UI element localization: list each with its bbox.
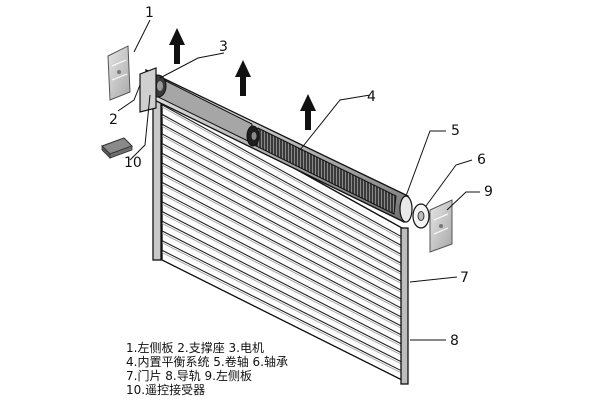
- slat-shadow: [161, 145, 403, 276]
- slat-shadow: [161, 135, 403, 267]
- legend-line-4: 10.遥控接受器: [126, 382, 205, 397]
- support-bracket: [139, 67, 157, 113]
- callout-9: 9: [484, 184, 493, 200]
- slat-line: [161, 230, 403, 354]
- side-plate-icon: [429, 199, 453, 253]
- up-arrow-icon: [300, 94, 316, 130]
- slat-line: [161, 191, 403, 318]
- slat-shadow: [161, 125, 403, 258]
- callout-7: 7: [460, 270, 469, 286]
- slat-shadow: [161, 174, 403, 303]
- slat-shadow: [161, 223, 403, 347]
- legend-line-3: 7.门片 8.导轨 9.左侧板: [126, 368, 252, 383]
- left-guide-rail: [152, 91, 162, 261]
- door-curtain: [161, 93, 403, 382]
- legend-line-2: 4.内置平衡系统 5.卷轴 6.轴承: [126, 354, 288, 369]
- callout-10: 10: [124, 155, 142, 171]
- slat-line: [161, 162, 403, 292]
- slat-shadow: [161, 193, 403, 320]
- callout-labels: 1 2 3 4 5 6 9 7 8 10: [109, 5, 493, 349]
- slat-line: [161, 133, 403, 265]
- slat-shadow: [161, 116, 403, 249]
- slat-shadow: [161, 155, 403, 285]
- slat-line: [161, 249, 403, 372]
- callout-4: 4: [367, 89, 376, 105]
- slat-shadow: [161, 232, 403, 356]
- slat-line: [161, 210, 403, 336]
- legend: 1.左侧板 2.支撑座 3.电机 4.内置平衡系统 5.卷轴 6.轴承 7.门片…: [126, 340, 288, 397]
- callout-8: 8: [450, 333, 459, 349]
- slat-shadow: [161, 164, 403, 294]
- legend-line-1: 1.左侧板 2.支撑座 3.电机: [126, 340, 264, 355]
- balance-spring: [246, 125, 397, 215]
- slat-shadow: [161, 213, 403, 338]
- slat-line: [161, 123, 403, 256]
- leader-lines: [117, 19, 480, 341]
- callout-2: 2: [109, 112, 118, 128]
- slat-shadow: [161, 184, 403, 312]
- right-guide-rail: [400, 227, 409, 385]
- door-slats: [161, 104, 403, 374]
- slat-line: [161, 143, 403, 274]
- up-arrow-icon: [169, 28, 185, 64]
- slat-line: [161, 201, 403, 327]
- slat-line: [161, 181, 403, 309]
- callout-1: 1: [145, 5, 154, 21]
- side-plate-icon: [107, 45, 131, 101]
- slat-shadow: [161, 252, 403, 374]
- slat-shadow: [161, 242, 403, 365]
- slat-line: [161, 220, 403, 345]
- callout-5: 5: [451, 123, 460, 139]
- slat-shadow: [161, 106, 403, 240]
- slat-line: [161, 172, 403, 301]
- slat-line: [161, 240, 403, 363]
- remote-receiver-icon: [101, 137, 133, 159]
- up-arrow-icon: [235, 60, 251, 96]
- slat-line: [161, 152, 403, 283]
- slat-line: [161, 104, 403, 238]
- callout-6: 6: [477, 152, 486, 168]
- bearing: [412, 203, 430, 229]
- slat-shadow: [161, 203, 403, 329]
- slat-line: [161, 113, 403, 247]
- callout-3: 3: [219, 39, 228, 55]
